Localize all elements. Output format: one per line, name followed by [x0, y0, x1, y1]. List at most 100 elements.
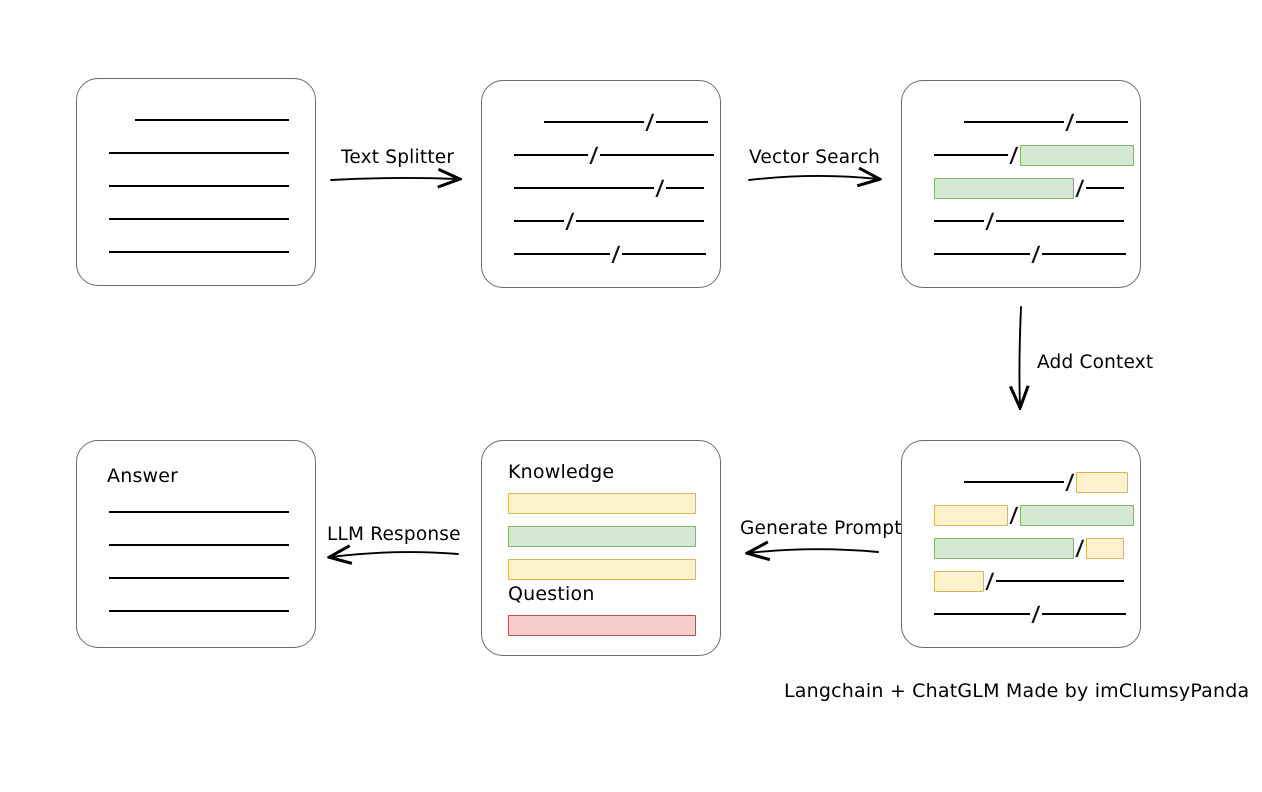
- text-line-segment: [109, 610, 289, 612]
- question-bar-1: [508, 615, 696, 636]
- answer-heading: Answer: [107, 465, 179, 487]
- text-line-segment: [109, 544, 289, 546]
- text-row: /: [934, 208, 1124, 233]
- chunk-separator-slash: /: [1075, 535, 1085, 560]
- text-line-segment: [1075, 121, 1128, 123]
- edge-label-add-context: Add Context: [1037, 352, 1154, 373]
- text-line-segment: [109, 152, 289, 154]
- chunk-separator-slash: /: [655, 175, 665, 200]
- text-line-segment: [599, 154, 714, 156]
- text-row: /: [934, 568, 1124, 593]
- text-line-segment: [109, 511, 289, 513]
- node-split-chunks[interactable]: / / / / /: [481, 80, 721, 288]
- text-row: /: [934, 535, 1124, 560]
- text-row: /: [934, 241, 1126, 266]
- text-line-segment: [1041, 613, 1126, 615]
- text-line-segment: [109, 185, 289, 187]
- chunk-separator-slash: /: [645, 109, 655, 134]
- node-source-document[interactable]: [76, 78, 316, 286]
- text-line-segment: [575, 220, 704, 222]
- text-row: /: [934, 502, 1134, 527]
- node-prompt[interactable]: Knowledge Question: [481, 440, 721, 656]
- prompt-knowledge-heading: Knowledge: [508, 461, 615, 483]
- knowledge-bar-3: [508, 559, 696, 580]
- chunk-separator-slash: /: [1031, 601, 1041, 626]
- split-chunks-rows: / / / / /: [482, 81, 720, 287]
- chunk-separator-slash: /: [1031, 241, 1041, 266]
- edge-label-text-splitter: Text Splitter: [341, 147, 455, 168]
- context-added-rows: / / / / /: [902, 441, 1140, 647]
- text-row: [109, 241, 289, 263]
- text-line-segment: [621, 253, 706, 255]
- text-line-segment: [514, 253, 610, 255]
- node-context-added[interactable]: / / / / /: [901, 440, 1141, 648]
- source-document-rows: [77, 79, 315, 285]
- text-row: /: [514, 208, 704, 233]
- highlight-chip-yellow: [1075, 471, 1128, 493]
- footer-credit: Langchain + ChatGLM Made by imClumsyPand…: [784, 680, 1250, 702]
- arrow-add-context: [1019, 306, 1021, 406]
- chunk-separator-slash: /: [1065, 469, 1075, 494]
- chunk-separator-slash: /: [1075, 175, 1085, 200]
- text-line-segment: [934, 154, 1008, 156]
- text-row: [109, 600, 289, 622]
- text-line-segment: [995, 220, 1124, 222]
- node-vector-matches[interactable]: /////: [901, 80, 1141, 288]
- text-row: /: [964, 109, 1128, 134]
- chunk-separator-slash: /: [1009, 502, 1019, 527]
- node-answer[interactable]: Answer: [76, 440, 316, 648]
- chunk-separator-slash: /: [589, 142, 599, 167]
- knowledge-bar-2: [508, 526, 696, 547]
- text-row: [109, 534, 289, 556]
- text-row: [135, 109, 289, 131]
- text-row: [109, 208, 289, 230]
- text-line-segment: [109, 577, 289, 579]
- highlight-chip-green: [934, 537, 1074, 559]
- chunk-separator-slash: /: [985, 568, 995, 593]
- text-line-segment: [135, 119, 289, 121]
- chunk-separator-slash: /: [985, 208, 995, 233]
- text-row: [109, 142, 289, 164]
- text-row: /: [934, 601, 1126, 626]
- text-row: [109, 501, 289, 523]
- edge-label-generate-prompt: Generate Prompt: [740, 518, 902, 539]
- text-line-segment: [995, 580, 1124, 582]
- chunk-separator-slash: /: [1065, 109, 1075, 134]
- text-line-segment: [934, 613, 1030, 615]
- text-line-segment: [934, 253, 1030, 255]
- chunk-separator-slash: /: [611, 241, 621, 266]
- text-line-segment: [514, 187, 654, 189]
- text-line-segment: [964, 481, 1064, 483]
- highlight-chip-yellow: [934, 570, 984, 592]
- arrow-text-splitter: [330, 178, 458, 180]
- text-row: /: [934, 175, 1124, 200]
- text-row: /: [514, 175, 704, 200]
- text-row: [109, 175, 289, 197]
- text-row: /: [964, 469, 1128, 494]
- text-line-segment: [1085, 187, 1124, 189]
- arrow-llm-response: [331, 552, 459, 557]
- text-line-segment: [665, 187, 704, 189]
- answer-rows: [77, 501, 315, 647]
- text-line-segment: [109, 218, 289, 220]
- edge-label-llm-response: LLM Response: [327, 524, 461, 545]
- text-row: /: [514, 142, 714, 167]
- text-line-segment: [1041, 253, 1126, 255]
- edge-label-vector-search: Vector Search: [749, 147, 880, 168]
- highlight-chip-yellow: [1085, 537, 1124, 559]
- text-line-segment: [655, 121, 708, 123]
- highlight-chip-yellow: [934, 504, 1008, 526]
- text-row: /: [544, 109, 708, 134]
- text-line-segment: [544, 121, 644, 123]
- knowledge-bar-1: [508, 493, 696, 514]
- highlight-chip-green: [1019, 504, 1134, 526]
- chunk-separator-slash: /: [565, 208, 575, 233]
- highlight-chip-green: [1019, 144, 1134, 166]
- text-line-segment: [964, 121, 1064, 123]
- arrow-generate-prompt: [749, 549, 879, 553]
- text-row: [109, 567, 289, 589]
- text-line-segment: [934, 220, 984, 222]
- highlight-chip-green: [934, 177, 1074, 199]
- arrow-vector-search: [748, 176, 878, 180]
